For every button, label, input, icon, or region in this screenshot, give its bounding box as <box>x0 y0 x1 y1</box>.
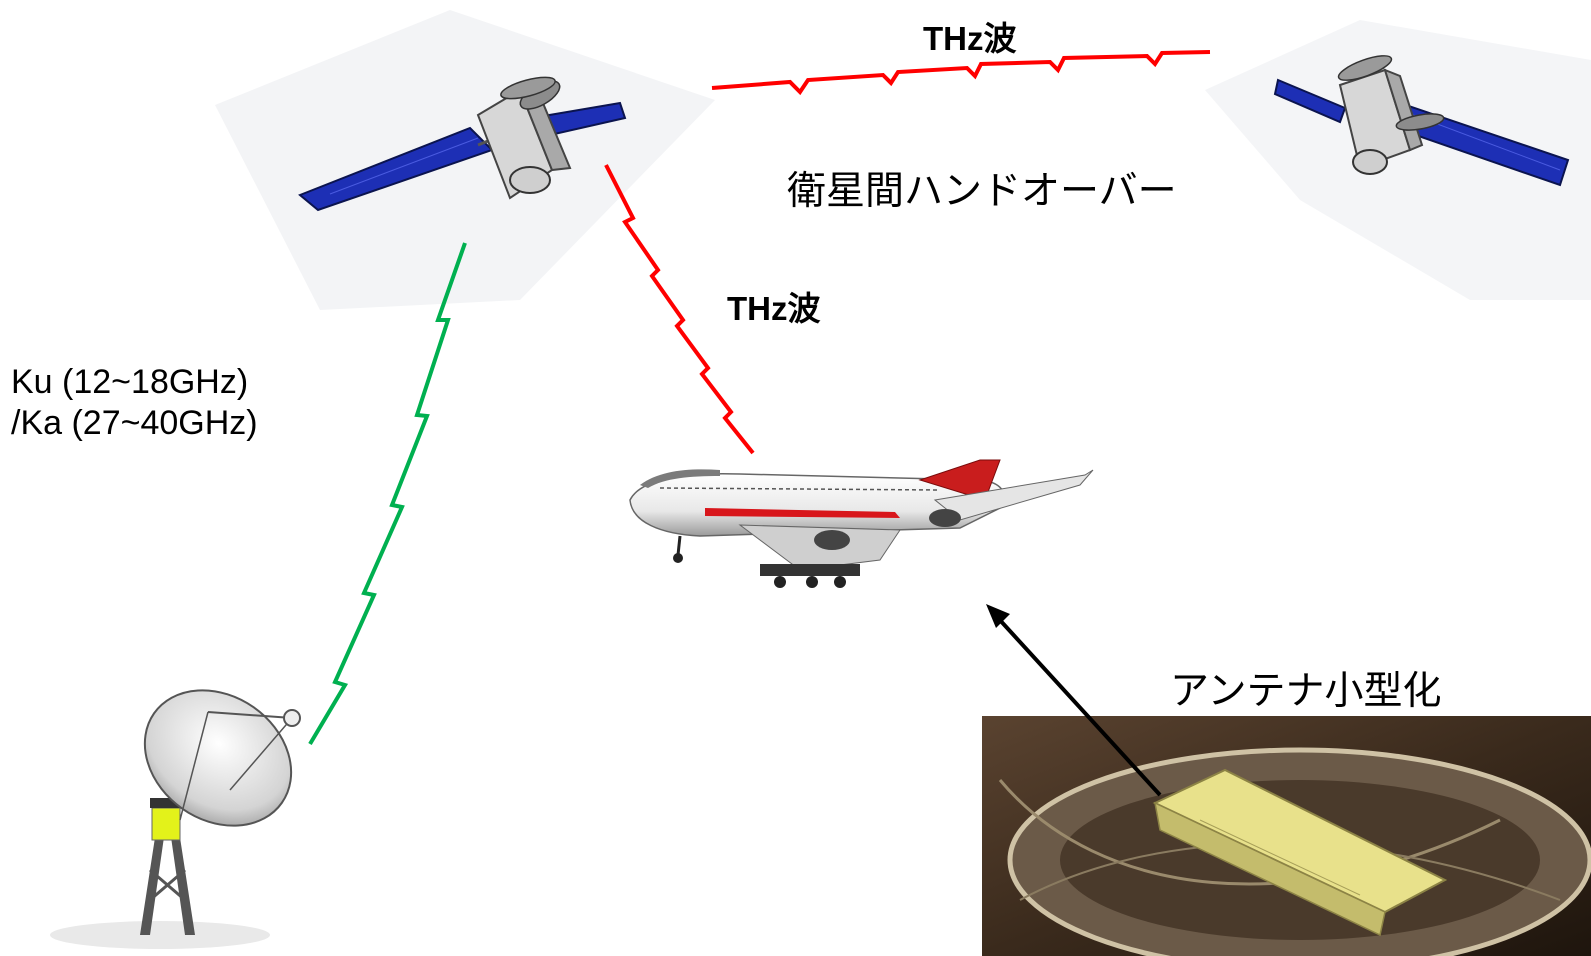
airplane-icon <box>629 459 1094 588</box>
thz-downlink <box>604 164 755 455</box>
ground-link <box>308 242 467 746</box>
thz-mid-label: THz波 <box>727 290 821 327</box>
antenna-label: アンテナ小型化 <box>1170 669 1442 714</box>
band-label-ka: /Ka (27~40GHz) <box>11 404 258 442</box>
satellite-icon <box>1273 55 1570 187</box>
ground-dish-icon <box>50 689 301 949</box>
handover-label: 衛星間ハンドオーバー <box>787 169 1177 214</box>
thz-top-label: THz波 <box>923 20 1017 57</box>
arrow-head <box>986 604 1010 628</box>
band-label: Ku (12~18GHz) /Ka (27~40GHz) <box>11 362 258 444</box>
band-label-ku: Ku (12~18GHz) <box>11 363 249 401</box>
satellite-icon <box>298 76 627 212</box>
antenna-photo <box>982 716 1591 956</box>
pointer-arrow <box>996 616 1162 797</box>
thz-intersatellite-link <box>711 50 1211 96</box>
